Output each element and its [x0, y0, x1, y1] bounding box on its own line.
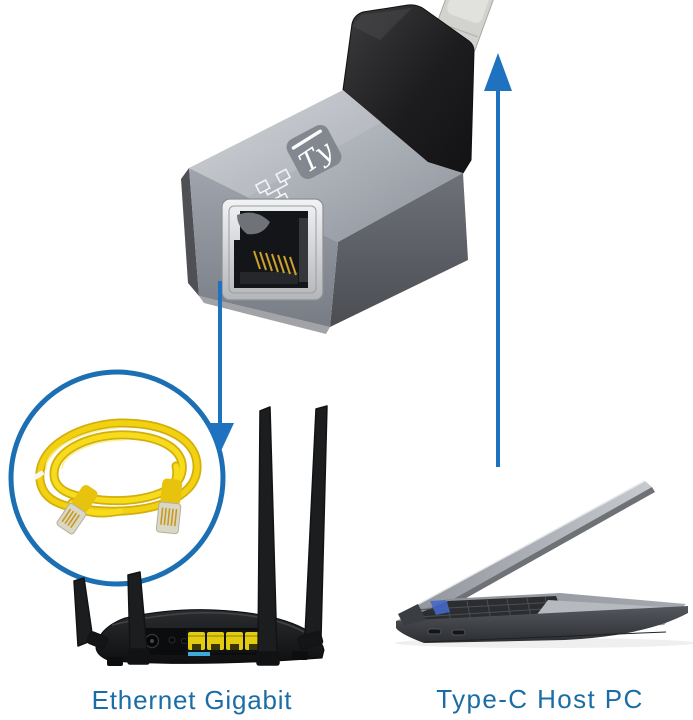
- caption-type-c-host-pc: Type-C Host PC: [436, 684, 643, 714]
- body-right-face: [330, 173, 468, 327]
- power-jack-pin: [150, 639, 154, 643]
- laptop-hinge: [398, 604, 426, 626]
- ethernet-cable: [33, 418, 202, 535]
- body-sheen: [189, 90, 382, 206]
- wan-label-strip: [188, 652, 210, 656]
- router-foot-left: [107, 657, 123, 666]
- arrow-up-icon: [484, 53, 512, 467]
- cable-connector-left: [56, 484, 98, 535]
- laptop-lid: [403, 480, 655, 624]
- rj45-gold-pins: [253, 250, 297, 276]
- antenna-mount-3: [256, 651, 280, 666]
- antenna-hinge-left: [86, 631, 109, 650]
- rj45-latch: [237, 212, 270, 235]
- antenna-hinge-right: [297, 630, 324, 650]
- body-bottom-shadow: [199, 296, 330, 334]
- router-rear-panel: [138, 628, 264, 656]
- laptop-base: [396, 593, 688, 643]
- base-bottom-line: [425, 631, 667, 643]
- rj45-port: [221, 198, 324, 301]
- usb-c-port: [427, 628, 442, 635]
- router-button-2: [180, 637, 188, 645]
- cable-connector-right: [155, 478, 183, 535]
- caption-ethernet-gigabit: Ethernet Gigabit: [92, 685, 293, 715]
- rj45-floor: [240, 272, 298, 284]
- router-ethernet-ports: [186, 630, 264, 656]
- cable-tie: [33, 470, 44, 480]
- wifi-router: [73, 405, 328, 666]
- laptop-usb-c-ports: [427, 628, 466, 636]
- router-button-1: [168, 636, 176, 644]
- router-foot-right: [292, 651, 308, 660]
- usb-c-plug: [342, 4, 475, 174]
- rj45-inner-wall: [299, 218, 308, 282]
- body-left-sliver: [181, 168, 199, 296]
- plug-highlight: [352, 8, 412, 40]
- arrow-down-icon: [206, 281, 234, 453]
- antenna-mount-2: [127, 648, 150, 665]
- brand-logo: Ty: [286, 124, 342, 179]
- screen-reflection: [430, 600, 450, 615]
- usb-c-ethernet-adapter: Ty: [181, 0, 495, 334]
- usb-c-port: [451, 629, 466, 636]
- laptop: [395, 480, 693, 648]
